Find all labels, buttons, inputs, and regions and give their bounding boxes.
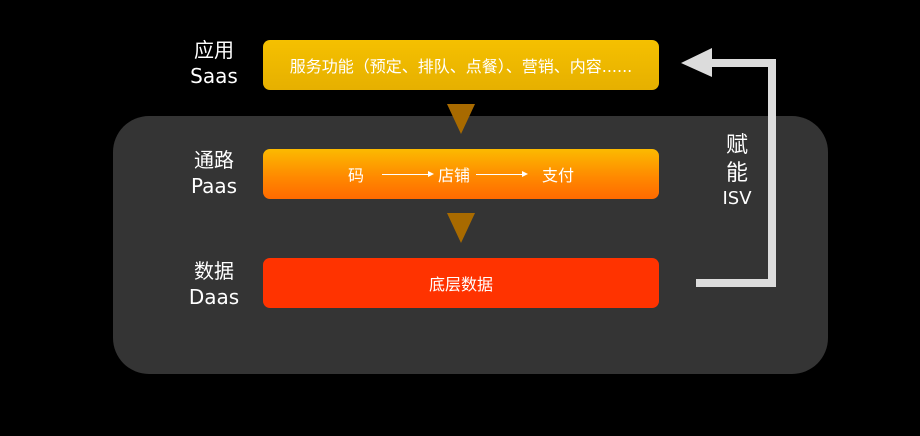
paas-label: 通路 Paas [179,147,249,199]
saas-label-en: Saas [190,64,238,88]
daas-label-cn: 数据 [194,259,234,283]
daas-label: 数据 Daas [179,258,249,310]
flow-step-payment: 支付 [542,166,575,185]
paas-flow: 码 店铺 支付 [348,162,574,186]
right-arrow-icon [381,170,434,177]
paas-label-en: Paas [190,174,238,198]
saas-label-cn: 应用 [194,38,234,62]
down-arrow-icon [447,104,475,134]
down-arrow-icon [447,213,475,243]
paas-box: 码 店铺 支付 [263,149,659,199]
saas-content: 服务功能（预定、排队、点餐）、营销、内容...... [289,57,633,76]
isv-label: ISV [722,188,752,209]
saas-label: 应用 Saas [179,37,249,89]
daas-label-en: Daas [188,285,240,309]
flow-step-code: 码 [347,166,364,185]
paas-label-cn: 通路 [194,148,234,172]
empower-isv-label: 赋 能 ISV [714,132,760,210]
empower-char-1: 赋 [725,133,748,158]
daas-box: 底层数据 [263,258,659,308]
right-arrow-icon [476,170,528,177]
saas-box: 服务功能（预定、排队、点餐）、营销、内容...... [263,40,659,90]
flow-step-store: 店铺 [437,166,470,185]
daas-content: 底层数据 [428,275,493,294]
empower-char-2: 能 [725,161,748,186]
